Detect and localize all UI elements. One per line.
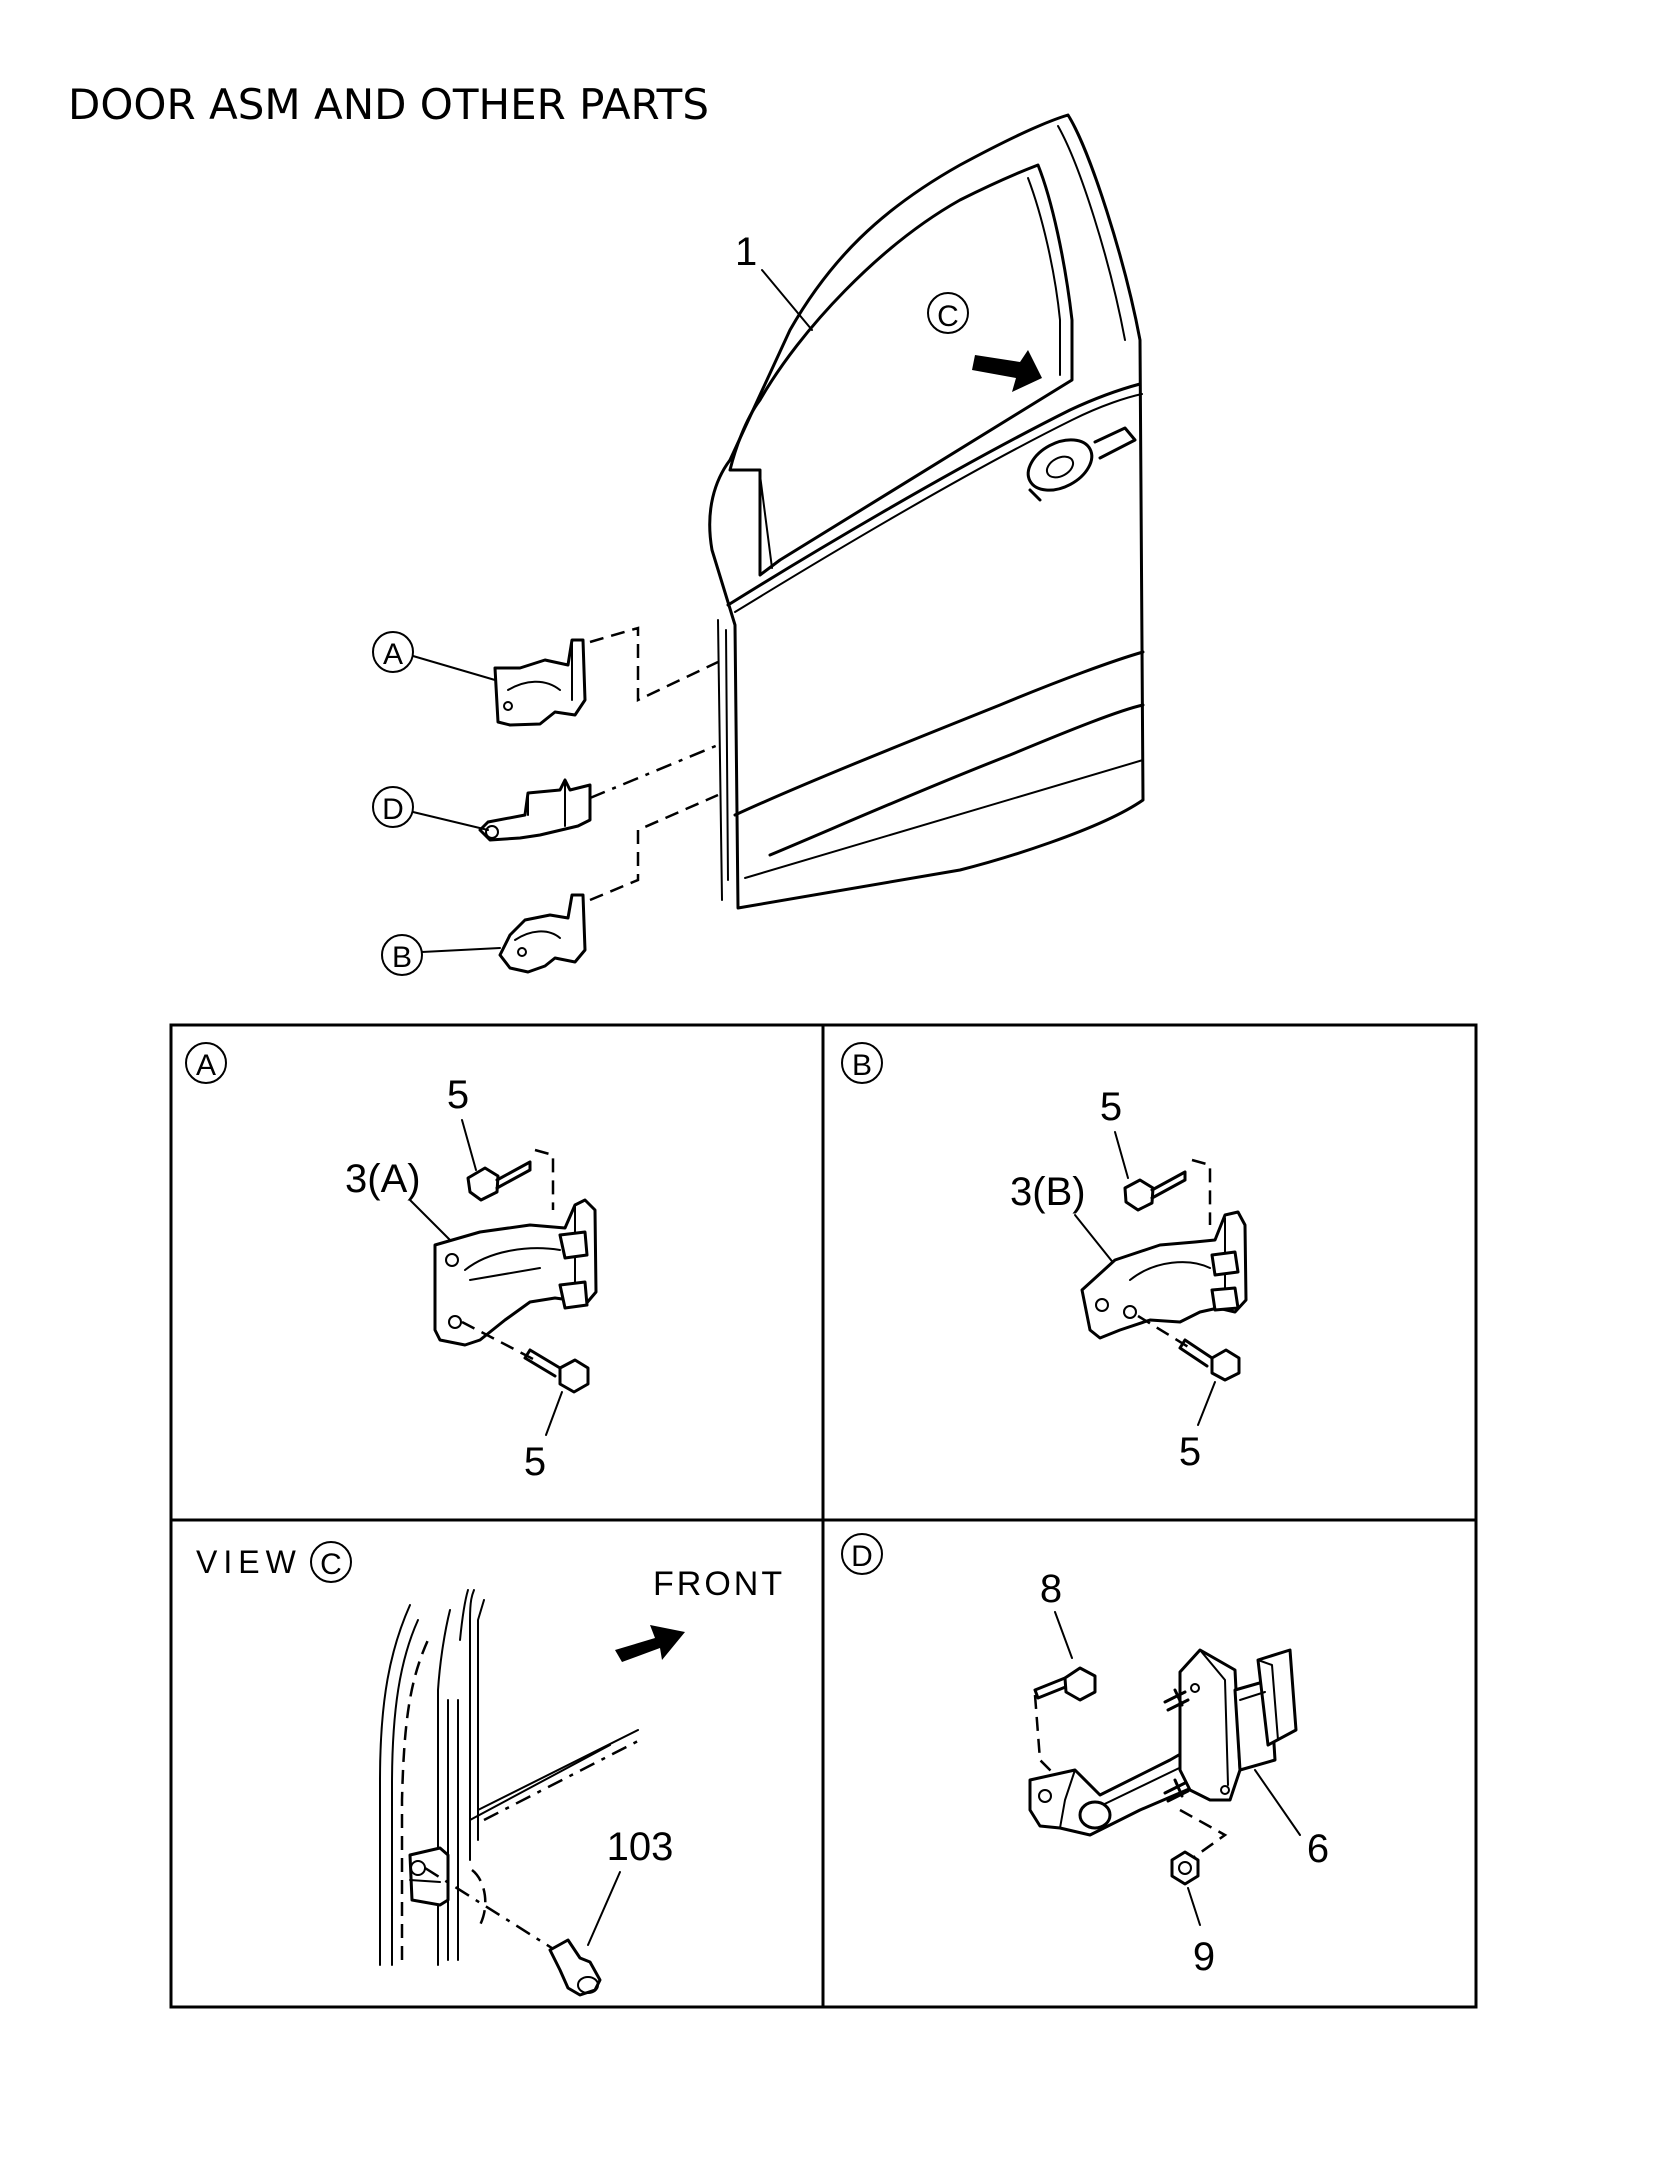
panel-d-bolt-label: 8 xyxy=(1040,1567,1062,1611)
door-assembly xyxy=(708,113,1145,910)
panel-c-marker-label: C xyxy=(320,1548,342,1581)
front-arrow-icon xyxy=(615,1625,685,1662)
panel-b-marker-label: B xyxy=(852,1049,872,1082)
panel-b-bolt-bottom-label: 5 xyxy=(1179,1430,1201,1474)
panel-c: VIEW C FRONT 103 xyxy=(196,1541,785,1997)
checker-d-marker-circle xyxy=(372,786,414,828)
panel-d-nut-label: 9 xyxy=(1193,1935,1215,1979)
upper-hinge-part xyxy=(493,638,587,727)
panel-d-bolt-8 xyxy=(1033,1666,1097,1702)
panel-d-nut-9 xyxy=(1170,1850,1200,1886)
panel-b-bolt-top-label: 5 xyxy=(1100,1085,1122,1129)
panel-d-marker-circle xyxy=(841,1533,883,1575)
lower-hinge-part xyxy=(498,893,587,974)
panel-d: D 8 6 xyxy=(841,1533,1329,1979)
panel-a-bolt-top-label: 5 xyxy=(447,1073,469,1117)
panel-b-bolt-top xyxy=(1123,1170,1187,1212)
panel-a-bolt-bottom xyxy=(523,1348,590,1394)
hinge-a-marker-circle xyxy=(372,631,414,673)
view-c-marker-circle xyxy=(927,292,969,334)
view-c-marker-label: C xyxy=(937,300,959,333)
panel-b-bolt-bottom xyxy=(1178,1338,1241,1382)
panel-c-marker-circle xyxy=(310,1541,352,1583)
panel-a-marker-label: A xyxy=(196,1049,216,1082)
hinge-b-marker-label: B xyxy=(392,941,412,974)
panel-a-marker-circle xyxy=(185,1042,227,1084)
panel-b: B 5 3(B) 5 xyxy=(841,1042,1248,1474)
panel-d-part-label: 6 xyxy=(1307,1827,1329,1871)
panel-b-marker-circle xyxy=(841,1042,883,1084)
panel-a-hinge-bracket xyxy=(433,1198,598,1347)
panel-c-front-label: FRONT xyxy=(653,1565,785,1603)
hinge-b-marker-circle xyxy=(381,934,423,976)
panel-c-part-label: 103 xyxy=(607,1825,674,1869)
door-callout-label: 1 xyxy=(735,230,757,274)
page-title: DOOR ASM AND OTHER PARTS xyxy=(68,80,709,129)
panel-b-hinge-bracket xyxy=(1080,1210,1248,1340)
panel-c-view-label: VIEW xyxy=(196,1544,302,1580)
panel-a-part-label: 3(A) xyxy=(345,1157,421,1201)
checker-d-marker-label: D xyxy=(382,793,404,826)
panel-d-marker-label: D xyxy=(851,1540,873,1573)
plug-part-103 xyxy=(548,1938,602,1997)
panel-a: A 5 3(A) 5 xyxy=(185,1042,598,1484)
panel-b-part-label: 3(B) xyxy=(1010,1170,1086,1214)
panel-a-bolt-top xyxy=(466,1160,532,1202)
panel-a-bolt-bottom-label: 5 xyxy=(524,1440,546,1484)
door-checker-part xyxy=(478,778,592,842)
panel-d-checker-6 xyxy=(1028,1648,1298,1837)
detail-panel-grid xyxy=(169,1023,1478,2009)
hinge-a-marker-label: A xyxy=(383,638,403,671)
